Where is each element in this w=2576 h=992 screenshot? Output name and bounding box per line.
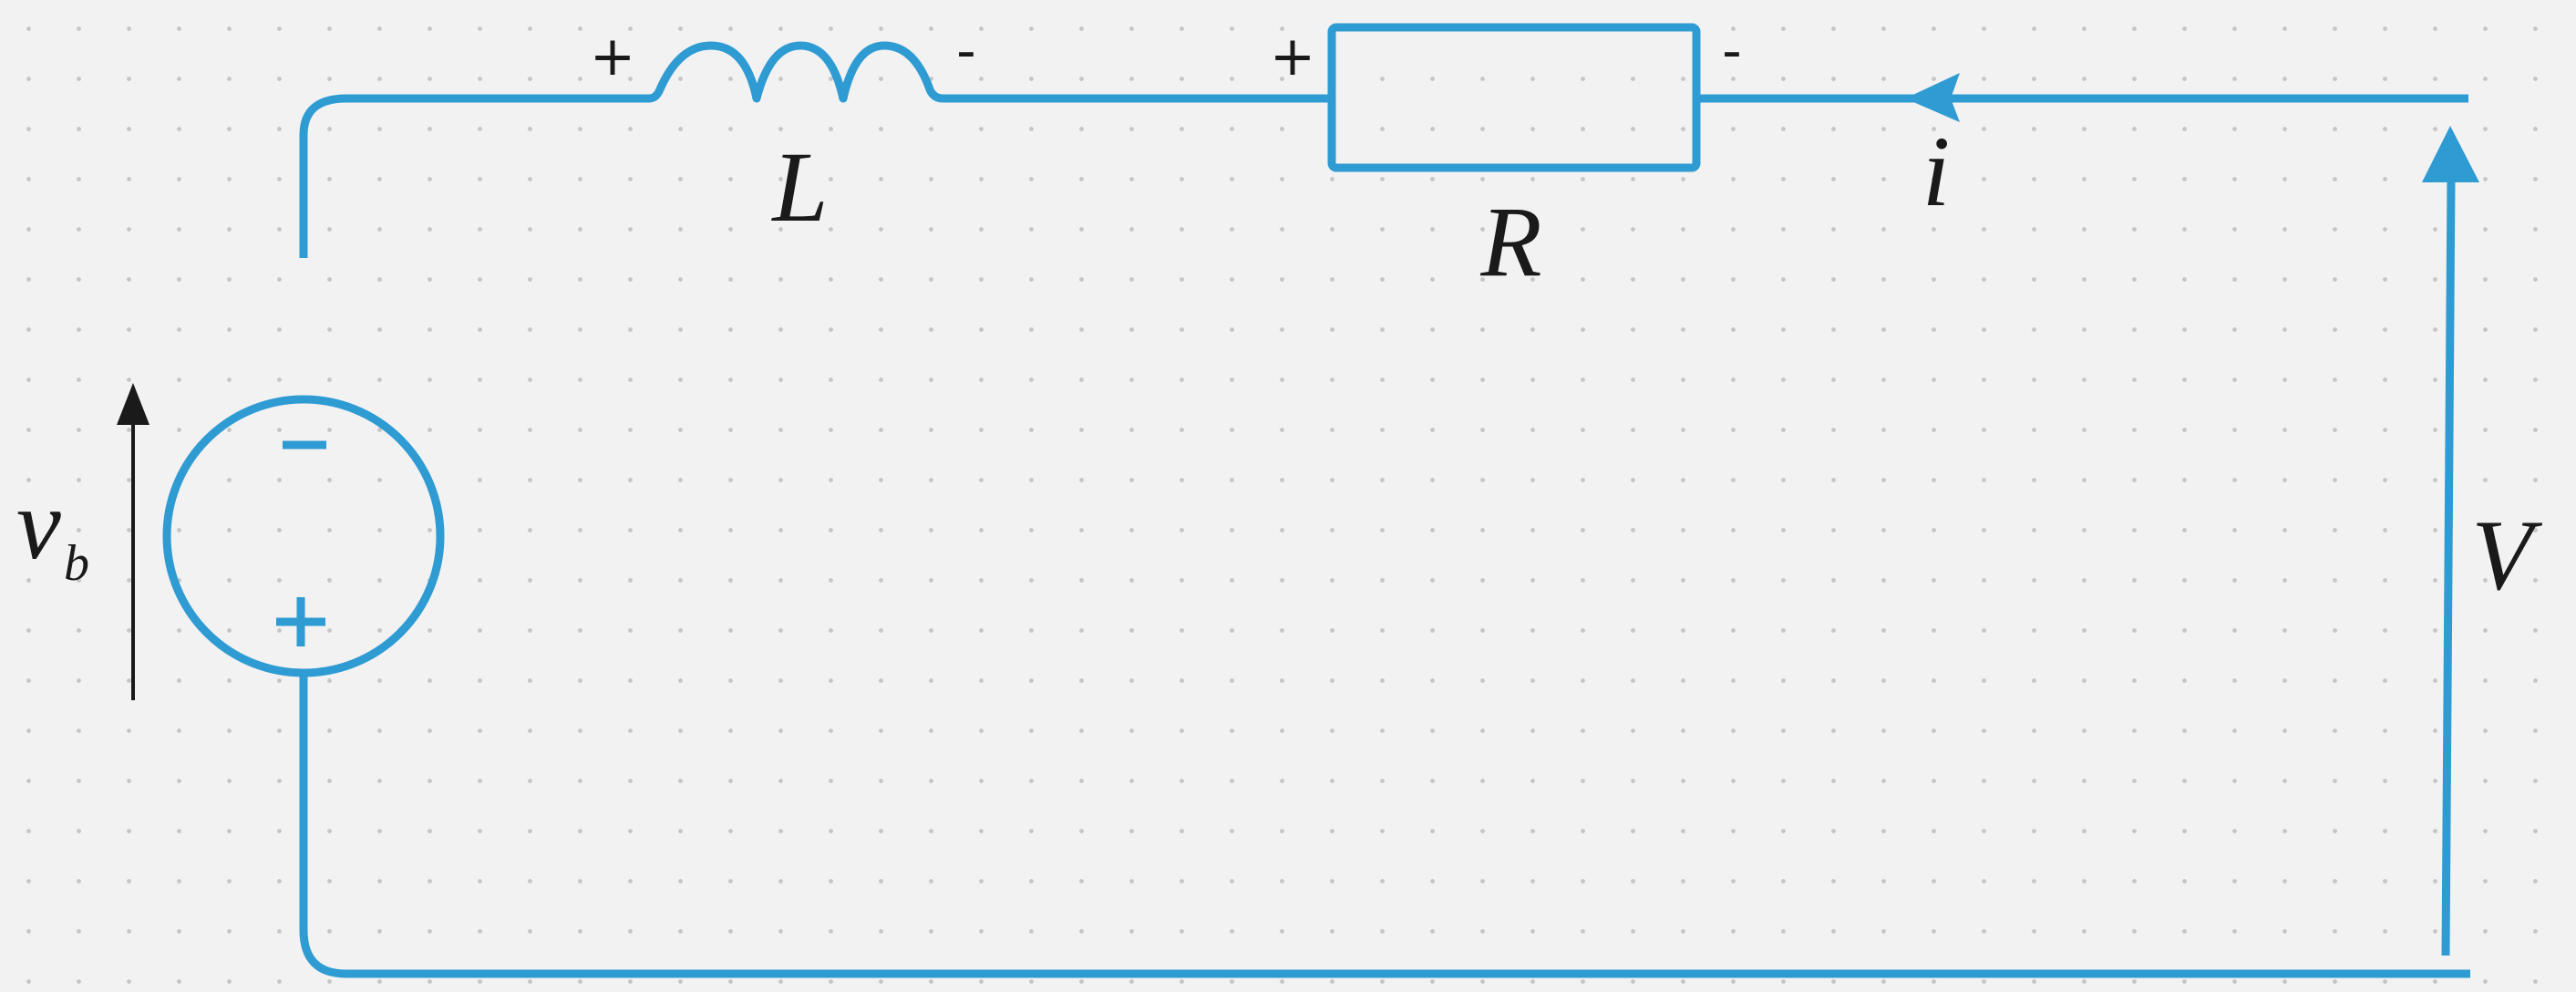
wire-bottom bbox=[299, 675, 2470, 978]
resistor-minus-sign: - bbox=[1722, 19, 1742, 83]
source-voltage-subscript: b bbox=[64, 535, 89, 592]
applied-voltage-label: V bbox=[2471, 500, 2542, 611]
inductor-symbol bbox=[577, 41, 1016, 103]
arrowhead-up-icon bbox=[2422, 126, 2479, 182]
arrowhead-left-icon bbox=[1905, 73, 1960, 122]
resistor-plus-sign: + bbox=[1270, 25, 1315, 88]
inductor-plus-sign: + bbox=[590, 25, 635, 88]
arrow-up-head bbox=[117, 383, 149, 425]
wire-top-left bbox=[299, 94, 649, 258]
inductor-label: L bbox=[770, 131, 828, 243]
source-voltage-label: v bbox=[16, 469, 61, 580]
voltage-source-symbol bbox=[162, 395, 445, 677]
resistor-label: R bbox=[1479, 186, 1541, 297]
inductor-minus-sign: - bbox=[956, 19, 976, 83]
resistor-symbol bbox=[1327, 23, 1701, 172]
current-label: i bbox=[1922, 116, 1951, 227]
voltage-arrow-line bbox=[2441, 177, 2456, 956]
